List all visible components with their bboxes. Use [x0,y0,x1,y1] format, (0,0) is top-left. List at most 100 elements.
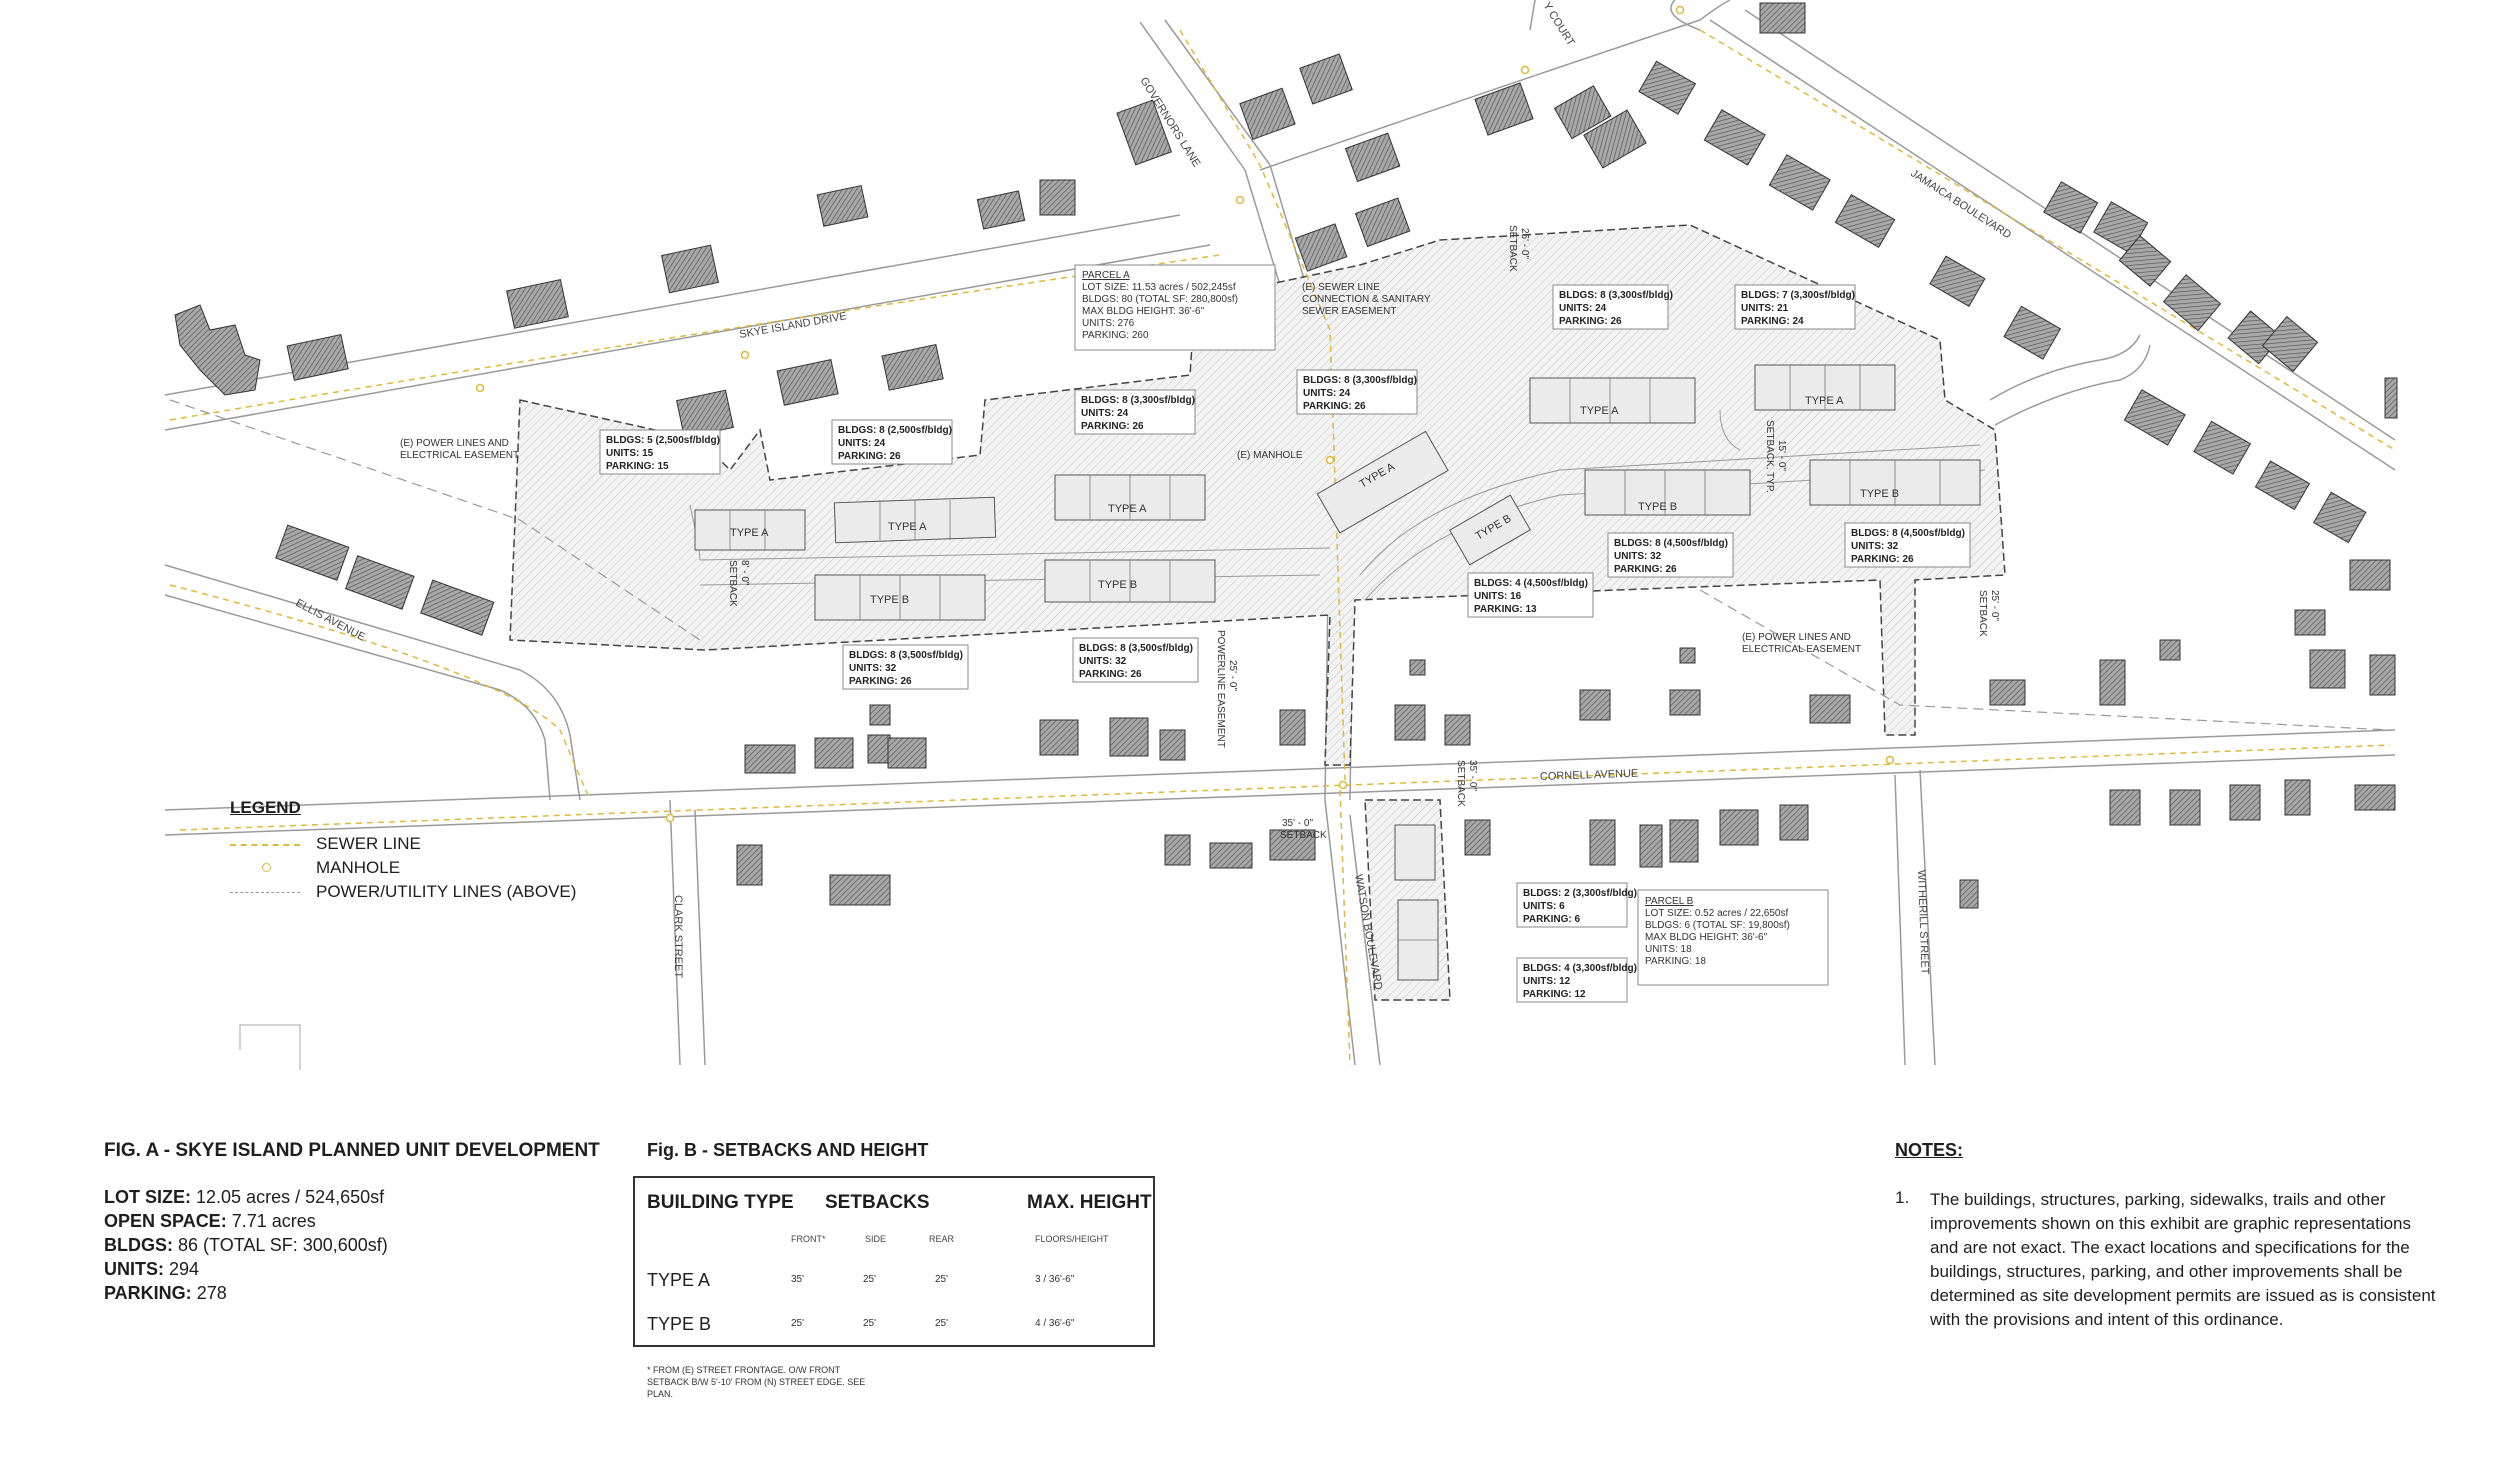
svg-text:SETBACK: SETBACK [1977,590,1988,637]
svg-text:SETBACK: SETBACK [1280,830,1327,841]
callout: BLDGS: 8 (3,300sf/bldg)UNITS: 24PARKING:… [1074,389,1196,435]
svg-text:UNITS: 276: UNITS: 276 [1082,318,1135,329]
note-text: The buildings, structures, parking, side… [1930,1190,2436,1329]
svg-text:UNITS: 15: UNITS: 15 [606,448,654,459]
svg-text:TYPE A: TYPE A [888,521,927,533]
neighborhood-buildings [174,2,2398,909]
svg-text:ELECTRICAL EASEMENT: ELECTRICAL EASEMENT [400,450,519,461]
sewer-line [169,29,2396,1066]
svg-text:(E) MANHOLE: (E) MANHOLE [1237,450,1303,461]
svg-text:BLDGS: 8 (2,500sf/bldg): BLDGS: 8 (2,500sf/bldg) [838,425,952,436]
svg-text:PARKING: 6: PARKING: 6 [1523,914,1580,925]
svg-text:TYPE B: TYPE B [870,594,909,606]
svg-text:PARKING: 26: PARKING: 26 [1079,669,1142,680]
setbacks-table: BUILDING TYPE SETBACKS MAX. HEIGHT FRONT… [633,1176,1155,1347]
svg-text:(E) POWER LINES AND: (E) POWER LINES AND [1742,632,1851,643]
setbacks-footnote: * FROM (E) STREET FRONTAGE. O/W FRONT SE… [647,1365,866,1399]
parcel-b-box: PARCEL B LOT SIZE: 0.52 acres / 22,650sf… [1637,889,1829,986]
svg-text:SETBACK: SETBACK [1455,760,1466,807]
svg-text:SETBACK, TYP.: SETBACK, TYP. [1764,420,1775,493]
callout: BLDGS: 8 (3,300sf/bldg) UNITS: 24 PARKING:… [1296,369,1418,415]
svg-text:ELLIS AVENUE: ELLIS AVENUE [294,597,367,644]
svg-text:BLDGS: 8 (3,500sf/bldg): BLDGS: 8 (3,500sf/bldg) [849,650,963,661]
svg-text:BLDGS: 8 (3,300sf/bldg): BLDGS: 8 (3,300sf/bldg) [1081,395,1195,406]
svg-text:UNITS: 32: UNITS: 32 [1079,656,1127,667]
svg-text:PARKING: 26: PARKING: 26 [1614,564,1677,575]
svg-text:PARKING: 12: PARKING: 12 [1523,989,1586,1000]
svg-text:BLDGS: 7 (3,300sf/bldg): BLDGS: 7 (3,300sf/bldg) [1741,290,1855,301]
svg-text:LOT SIZE: 11.53 acres / 502,24: LOT SIZE: 11.53 acres / 502,245sf [1082,282,1236,293]
building-callouts: BLDGS: 5 (2,500sf/bldg)UNITS: 15PARKING:… [599,284,1971,1003]
svg-text:BLDGS: 8 (3,500sf/bldg): BLDGS: 8 (3,500sf/bldg) [1079,643,1193,654]
svg-text:POWERLINE EASEMENT: POWERLINE EASEMENT [1215,630,1226,748]
callout: BLDGS: 5 (2,500sf/bldg)UNITS: 15PARKING:… [599,429,721,475]
svg-text:WITHERILL STREET: WITHERILL STREET [1915,870,1931,975]
svg-text:JAMAICA BOULEVARD: JAMAICA BOULEVARD [1908,167,2013,241]
svg-text:PARKING: 24: PARKING: 24 [1741,316,1804,327]
lot-outline [239,1024,301,1070]
manhole-icon [262,863,271,872]
svg-text:UNITS: 32: UNITS: 32 [1851,541,1899,552]
svg-text:35' - 0": 35' - 0" [1282,818,1313,829]
svg-text:CORNELL AVENUE: CORNELL AVENUE [1540,768,1639,783]
svg-text:35' - 0": 35' - 0" [1467,760,1478,791]
callout: BLDGS: 4 (3,300sf/bldg)UNITS: 12PARKING:… [1516,957,1637,1003]
svg-text:UNITS: 21: UNITS: 21 [1741,303,1789,314]
svg-text:BLDGS: 80 (TOTAL SF: 280,800sf: BLDGS: 80 (TOTAL SF: 280,800sf) [1082,294,1238,305]
sewer-line-swatch [230,844,300,846]
svg-text:BLDGS: 8 (4,500sf/bldg): BLDGS: 8 (4,500sf/bldg) [1614,538,1728,549]
svg-text:UNITS: 6: UNITS: 6 [1523,901,1565,912]
svg-text:CONNECTION & SANITARY: CONNECTION & SANITARY [1302,294,1431,305]
fig-a-stats: LOT SIZE: 12.05 acres / 524,650sf OPEN S… [104,1187,388,1303]
svg-text:25' - 0": 25' - 0" [1227,660,1238,691]
parcel-a-area [509,224,2006,766]
svg-text:UNITS: 24: UNITS: 24 [1559,303,1607,314]
svg-text:TYPE B: TYPE B [1098,579,1137,591]
svg-text:TYPE B: TYPE B [1638,501,1677,513]
callout: BLDGS: 8 (2,500sf/bldg)UNITS: 24PARKING:… [831,419,953,465]
svg-text:PARKING: 26: PARKING: 26 [849,676,912,687]
svg-text:UNITS: 16: UNITS: 16 [1474,591,1522,602]
svg-text:UNITS: 18: UNITS: 18 [1645,944,1692,955]
svg-text:BLDGS: 6 (TOTAL SF: 19,800sf): BLDGS: 6 (TOTAL SF: 19,800sf) [1645,920,1790,931]
parcel-a-box: PARCEL A LOT SIZE: 11.53 acres / 502,245… [1074,264,1276,351]
svg-text:BLDGS: 8 (3,300sf/bldg): BLDGS: 8 (3,300sf/bldg) [1303,375,1417,386]
svg-text:BLDGS: 8 (3,300sf/bldg): BLDGS: 8 (3,300sf/bldg) [1559,290,1673,301]
svg-text:25' - 0": 25' - 0" [1519,228,1530,259]
svg-text:ELECTRICAL EASEMENT: ELECTRICAL EASEMENT [1742,644,1861,655]
svg-text:UNITS: 32: UNITS: 32 [1614,551,1662,562]
svg-text:UNITS: 24: UNITS: 24 [838,438,886,449]
svg-text:PARKING: 18: PARKING: 18 [1645,956,1706,967]
note-number: 1. [1895,1188,1910,1207]
legend-title: LEGEND [230,798,301,817]
callout: BLDGS: 7 (3,300sf/bldg) UNITS: 21 PARKING:… [1734,284,1856,330]
legend-item-sewer: SEWER LINE [230,834,610,854]
svg-text:UNITS: 24: UNITS: 24 [1081,408,1129,419]
svg-text:25' - 0": 25' - 0" [1989,590,2000,621]
svg-text:PARCEL B: PARCEL B [1645,896,1694,907]
svg-text:BLDGS: 4 (3,300sf/bldg): BLDGS: 4 (3,300sf/bldg) [1523,963,1637,974]
callout: BLDGS: 4 (4,500sf/bldg)UNITS: 16PARKING:… [1467,572,1594,618]
svg-text:PARKING: 26: PARKING: 26 [1303,401,1366,412]
callout: BLDGS: 8 (3,500sf/bldg) UNITS: 32 PARKING:… [842,644,969,690]
svg-text:15' - 0": 15' - 0" [1776,440,1787,471]
legend-item-power: POWER/UTILITY LINES (ABOVE) [230,882,610,902]
legend-item-manhole: MANHOLE [230,858,610,878]
svg-text:UNITS: 32: UNITS: 32 [849,663,897,674]
notes-title: NOTES: [1895,1140,1964,1160]
svg-text:SKYE ISLAND DRIVE: SKYE ISLAND DRIVE [738,310,847,341]
callout: BLDGS: 8 (4,500sf/bldg)UNITS: 32PARKING:… [1844,522,1971,568]
svg-text:UNITS: 24: UNITS: 24 [1303,388,1351,399]
svg-text:PARKING: 260: PARKING: 260 [1082,330,1149,341]
svg-text:SETBACK: SETBACK [1507,225,1518,272]
svg-text:8' - 0": 8' - 0" [739,560,750,586]
svg-text:PARCEL A: PARCEL A [1082,270,1130,281]
manholes [475,5,1895,823]
svg-text:TYPE A: TYPE A [1580,405,1619,417]
callout: BLDGS: 8 (3,300sf/bldg)UNITS: 24PARKING:… [1552,284,1673,330]
callout: BLDGS: 8 (3,500sf/bldg) UNITS: 32 PARKING:… [1072,637,1199,683]
svg-text:MAX BLDG HEIGHT: 36'-6": MAX BLDG HEIGHT: 36'-6" [1645,932,1768,943]
callout: BLDGS: 8 (4,500sf/bldg) UNITS: 32 PARKING:… [1607,532,1734,578]
fig-a-title: FIG. A - SKYE ISLAND PLANNED UNIT DEVELO… [104,1140,600,1161]
callout: BLDGS: 2 (3,300sf/bldg)UNITS: 6PARKING: … [1516,882,1637,928]
